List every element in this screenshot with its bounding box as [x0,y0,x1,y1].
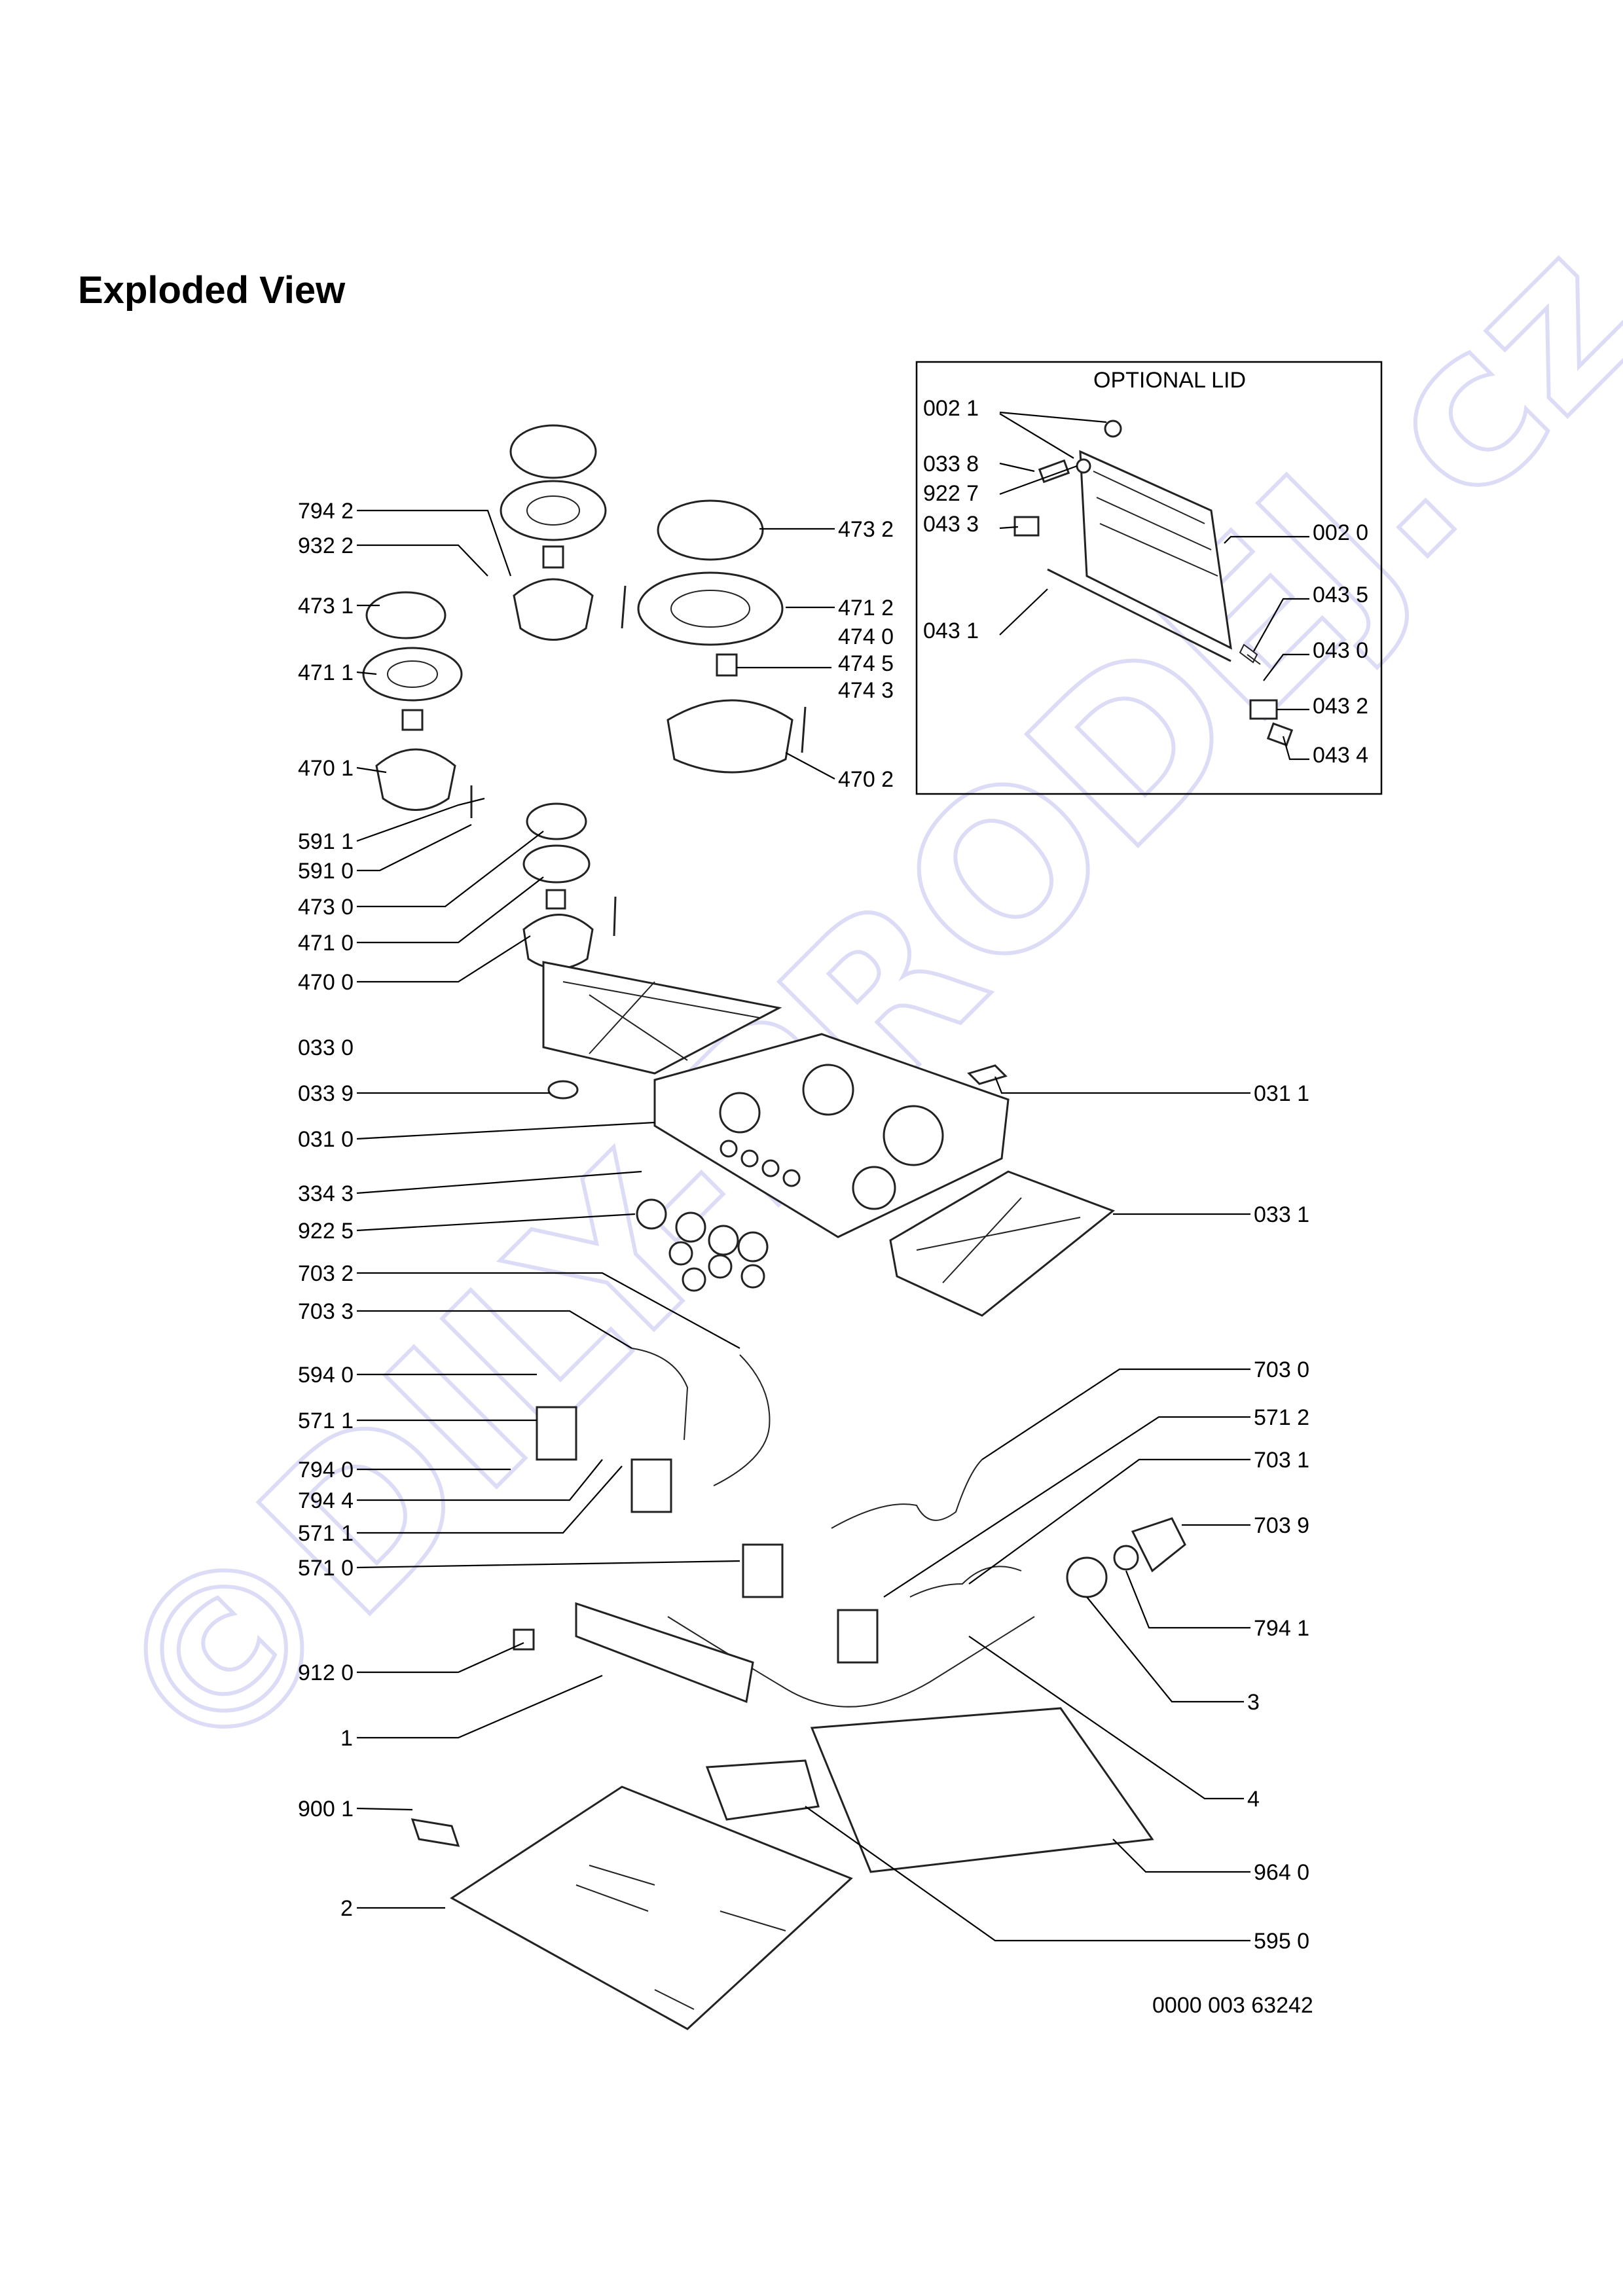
part-label: 794 1 [1254,1616,1309,1641]
part-label: 571 1 [298,1408,354,1433]
part-label: 031 1 [1254,1081,1309,1106]
lid-label-0432: 043 2 [1313,694,1368,719]
part-label: 922 5 [298,1219,354,1244]
part-label: 594 0 [298,1363,354,1388]
part-label: 571 2 [1254,1405,1309,1430]
hob-assembly-drawing [410,961,1186,2030]
part-labels: 794 2 932 2 473 1 471 1 470 1 591 1 591 … [298,499,1309,1954]
part-label: 473 1 [298,594,354,619]
part-label: 033 9 [298,1081,354,1106]
part-label: 2 [340,1896,353,1921]
lid-label-0020: 002 0 [1313,520,1368,545]
part-label: 703 2 [298,1261,354,1286]
part-label: 591 1 [298,829,354,854]
part-label: 4 [1247,1787,1260,1812]
part-label: 703 1 [1254,1448,1309,1473]
part-label: 794 0 [298,1458,354,1482]
part-label: 473 2 [838,517,894,542]
part-label: 470 0 [298,970,354,995]
part-label: 3 [1247,1690,1260,1715]
part-label: 033 0 [298,1035,354,1060]
part-label: 595 0 [1254,1929,1309,1954]
part-label: 471 0 [298,931,354,956]
part-label: 334 3 [298,1181,354,1206]
part-label: 470 1 [298,756,354,781]
part-label: 932 2 [298,533,354,558]
watermark: ©DILY-PRODEJ.cz [60,190,1623,1818]
optional-lid-box: OPTIONAL LID 002 1 033 8 922 7 043 3 043… [915,361,1383,795]
lid-label-9227: 922 7 [923,481,979,506]
lid-label-0338: 033 8 [923,452,979,476]
part-label: 703 9 [1254,1513,1309,1538]
part-label: 703 3 [298,1299,354,1324]
part-label: 571 1 [298,1521,354,1546]
optional-lid-title: OPTIONAL LID [1093,368,1246,393]
drawing-number: 0000 003 63242 [1152,1993,1313,2018]
lid-label-0021: 002 1 [923,396,979,421]
part-label: 470 2 [838,767,894,792]
burner-parts-drawing [362,424,807,970]
part-label: 1 [340,1726,353,1751]
part-label: 474 5 [838,651,894,676]
part-label: 912 0 [298,1660,354,1685]
part-label: 471 2 [838,596,894,620]
lid-label-0435: 043 5 [1313,583,1368,607]
part-label: 474 0 [838,624,894,649]
watermark-text: ©DILY-PRODEJ.cz [62,192,1623,1816]
part-label: 794 2 [298,499,354,524]
part-label: 703 0 [1254,1357,1309,1382]
part-label: 473 0 [298,895,354,920]
part-label: 900 1 [298,1797,354,1821]
part-label: 031 0 [298,1127,354,1152]
part-label: 794 4 [298,1488,354,1513]
lid-label-0431: 043 1 [923,619,979,643]
part-label: 571 0 [298,1556,354,1581]
lid-label-0433: 043 3 [923,512,979,537]
part-label: 033 1 [1254,1202,1309,1227]
page-title: Exploded View [78,269,346,312]
lid-label-0430: 043 0 [1313,638,1368,663]
part-label: 474 3 [838,678,894,703]
part-label: 591 0 [298,859,354,884]
part-label: 964 0 [1254,1860,1309,1885]
leader-lines [356,509,1250,1942]
lid-label-0434: 043 4 [1313,743,1368,768]
part-label: 471 1 [298,660,354,685]
